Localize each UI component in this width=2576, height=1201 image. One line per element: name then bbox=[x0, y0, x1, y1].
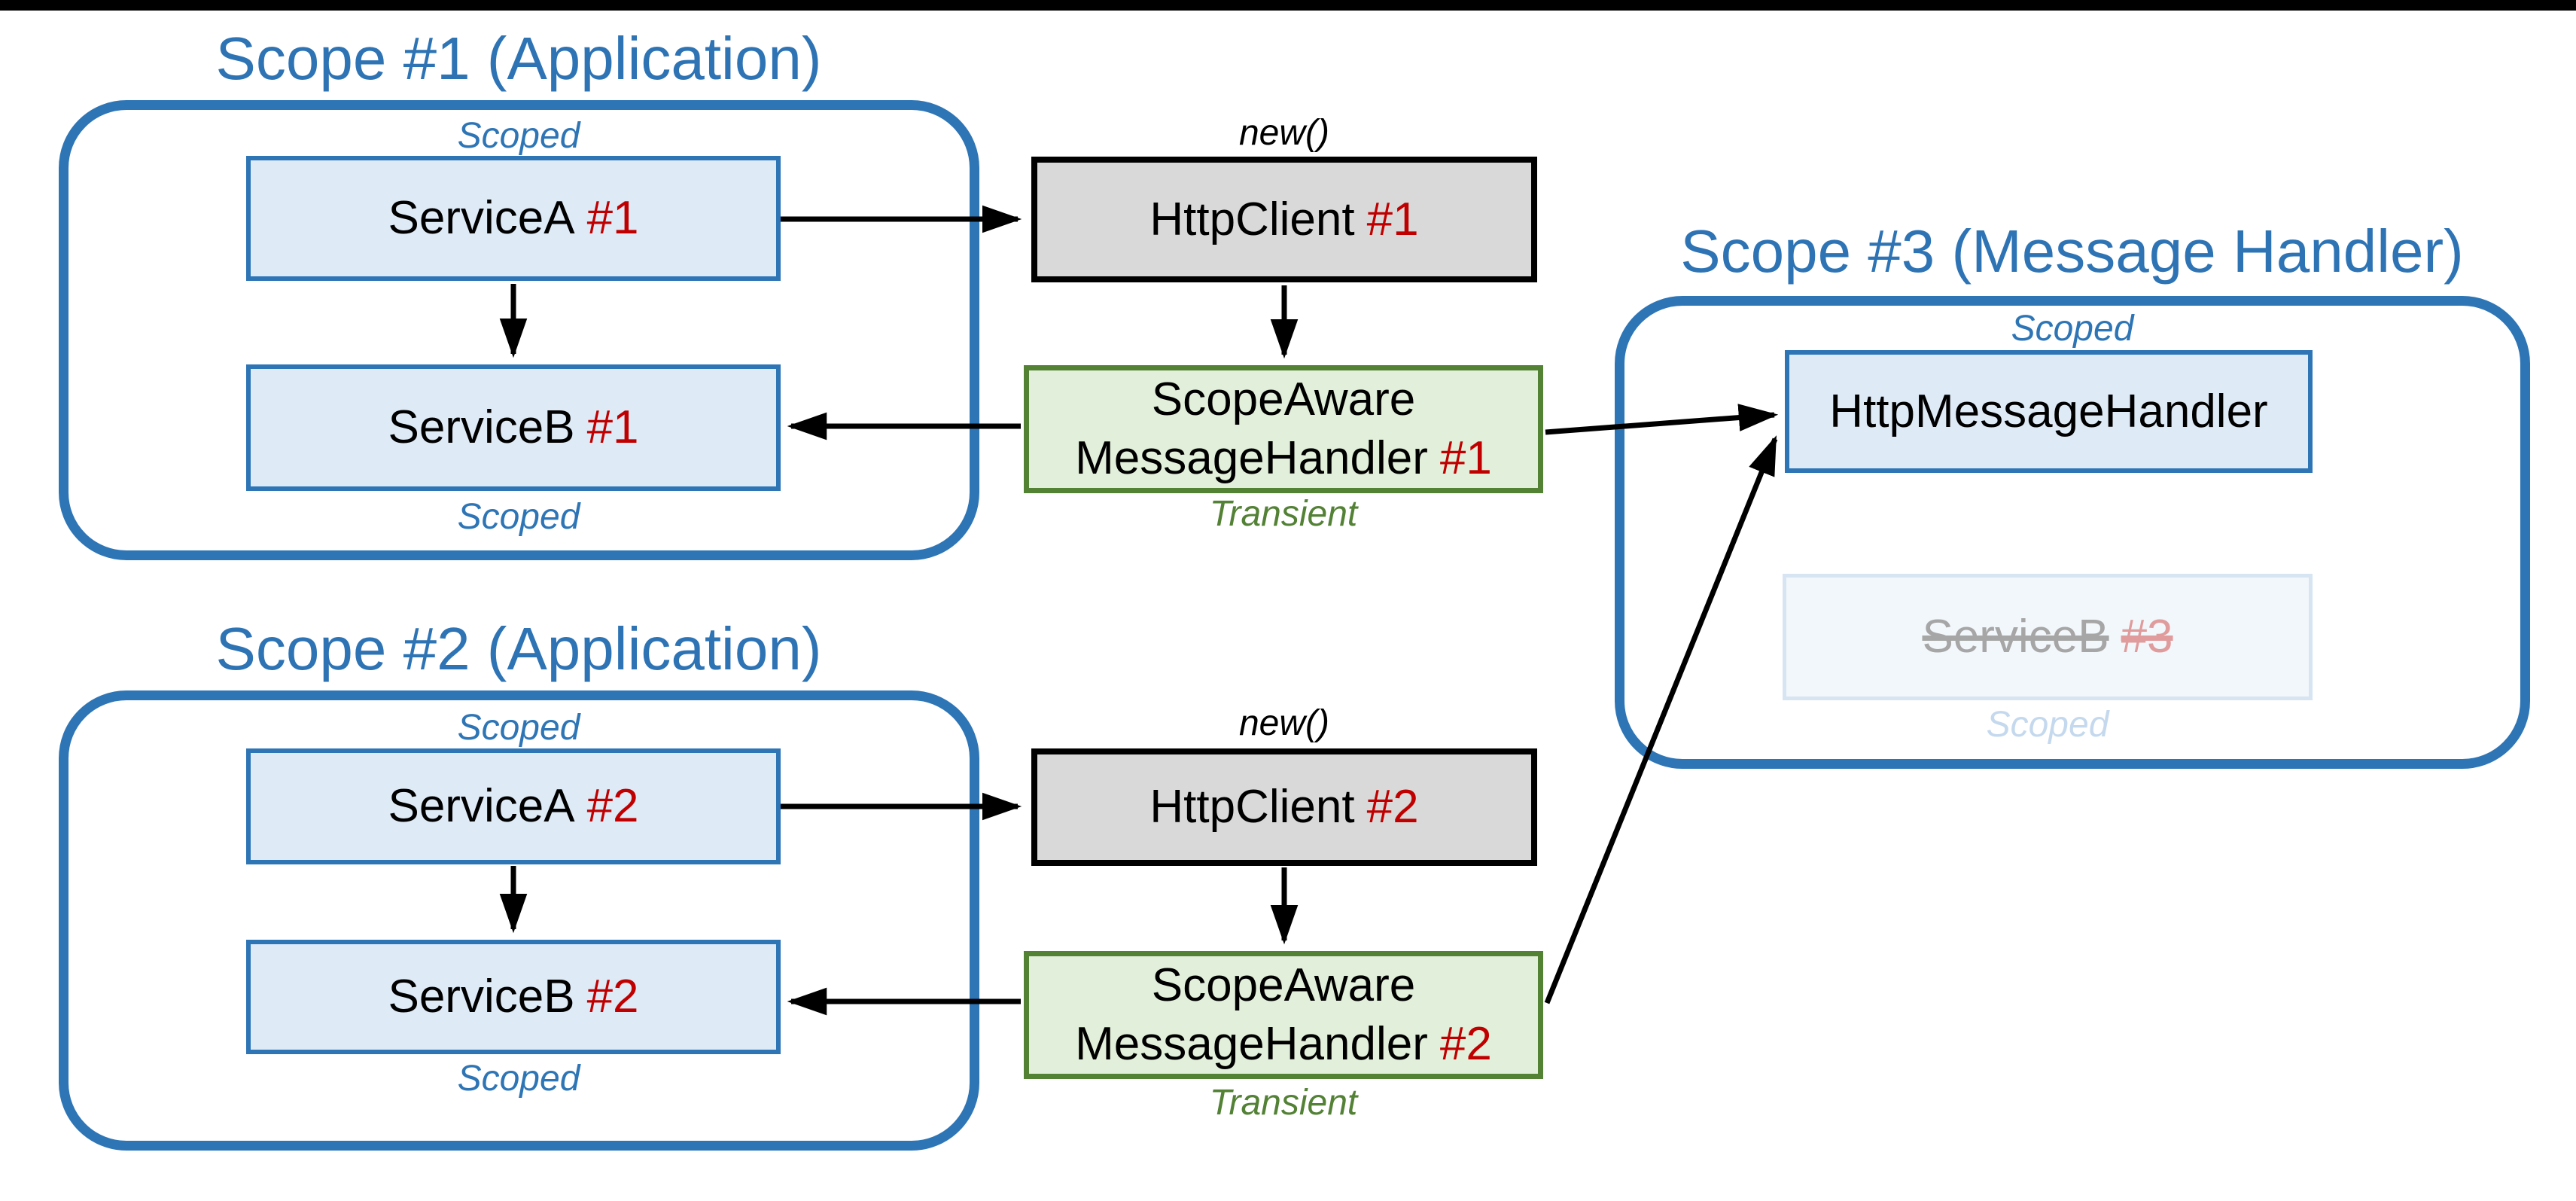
scope-aware2-line2: MessageHandler bbox=[1075, 1018, 1428, 1070]
node-service-a2: ServiceA#2 bbox=[246, 748, 781, 864]
service-b2-instance-number: #2 bbox=[586, 971, 639, 1023]
http-client1-label: HttpClient bbox=[1149, 193, 1355, 245]
scope-aware1-line2: MessageHandler bbox=[1075, 432, 1428, 484]
scope1-container bbox=[59, 100, 979, 560]
service-a1-instance-number: #1 bbox=[586, 192, 639, 244]
node-service-b1: ServiceB#1 bbox=[246, 364, 781, 491]
node-scope-aware-handler1: ScopeAware MessageHandler#1 bbox=[1024, 365, 1543, 493]
scope1-scoped-top-label: Scoped bbox=[457, 116, 580, 156]
node-service-b3-disposed: ServiceB#3 bbox=[1783, 574, 2313, 700]
http-client2-instance-number: #2 bbox=[1366, 781, 1419, 833]
scope2-scoped-top-label: Scoped bbox=[457, 708, 580, 748]
service-b2-label: ServiceB bbox=[388, 971, 575, 1023]
node-scope-aware-handler2: ScopeAware MessageHandler#2 bbox=[1024, 951, 1543, 1079]
http-client1-new-annotation: new() bbox=[1238, 113, 1330, 153]
service-b1-instance-number: #1 bbox=[586, 401, 639, 453]
http-client2-new-annotation: new() bbox=[1238, 703, 1330, 743]
node-http-client2: HttpClient#2 bbox=[1031, 748, 1537, 866]
service-b3-instance-number: #3 bbox=[2121, 611, 2173, 663]
scope2-title: Scope #2 (Application) bbox=[215, 615, 822, 682]
scope2-container bbox=[59, 690, 979, 1151]
service-b1-label: ServiceB bbox=[388, 401, 575, 453]
scope-aware2-instance-number: #2 bbox=[1439, 1018, 1492, 1070]
top-black-bar bbox=[0, 0, 2576, 11]
http-message-handler-label: HttpMessageHandler bbox=[1829, 385, 2268, 437]
scope-aware1-transient-annotation: Transient bbox=[1209, 494, 1358, 534]
scope-aware1-instance-number: #1 bbox=[1439, 432, 1492, 484]
node-service-a1: ServiceA#1 bbox=[246, 156, 781, 281]
scope3-scoped-top-label: Scoped bbox=[2011, 309, 2134, 349]
service-a2-instance-number: #2 bbox=[586, 780, 639, 832]
node-service-b2: ServiceB#2 bbox=[246, 940, 781, 1054]
service-b3-scoped-label: Scoped bbox=[1986, 705, 2109, 745]
node-http-message-handler: HttpMessageHandler bbox=[1785, 350, 2313, 473]
scope3-title: Scope #3 (Message Handler) bbox=[1680, 218, 2464, 285]
scope1-scoped-bottom-label: Scoped bbox=[457, 497, 580, 537]
scope2-scoped-bottom-label: Scoped bbox=[457, 1059, 580, 1099]
http-client2-label: HttpClient bbox=[1149, 781, 1355, 833]
node-http-client1: HttpClient#1 bbox=[1031, 157, 1537, 282]
scope-aware2-line1: ScopeAware bbox=[1151, 959, 1416, 1011]
service-b3-label: ServiceB bbox=[1922, 611, 2109, 663]
scope-aware2-transient-annotation: Transient bbox=[1209, 1083, 1358, 1123]
scope-aware1-line1: ScopeAware bbox=[1151, 373, 1416, 425]
http-client1-instance-number: #1 bbox=[1366, 193, 1419, 245]
scope1-title: Scope #1 (Application) bbox=[215, 25, 822, 92]
service-a2-label: ServiceA bbox=[388, 780, 575, 832]
service-a1-label: ServiceA bbox=[388, 192, 575, 244]
